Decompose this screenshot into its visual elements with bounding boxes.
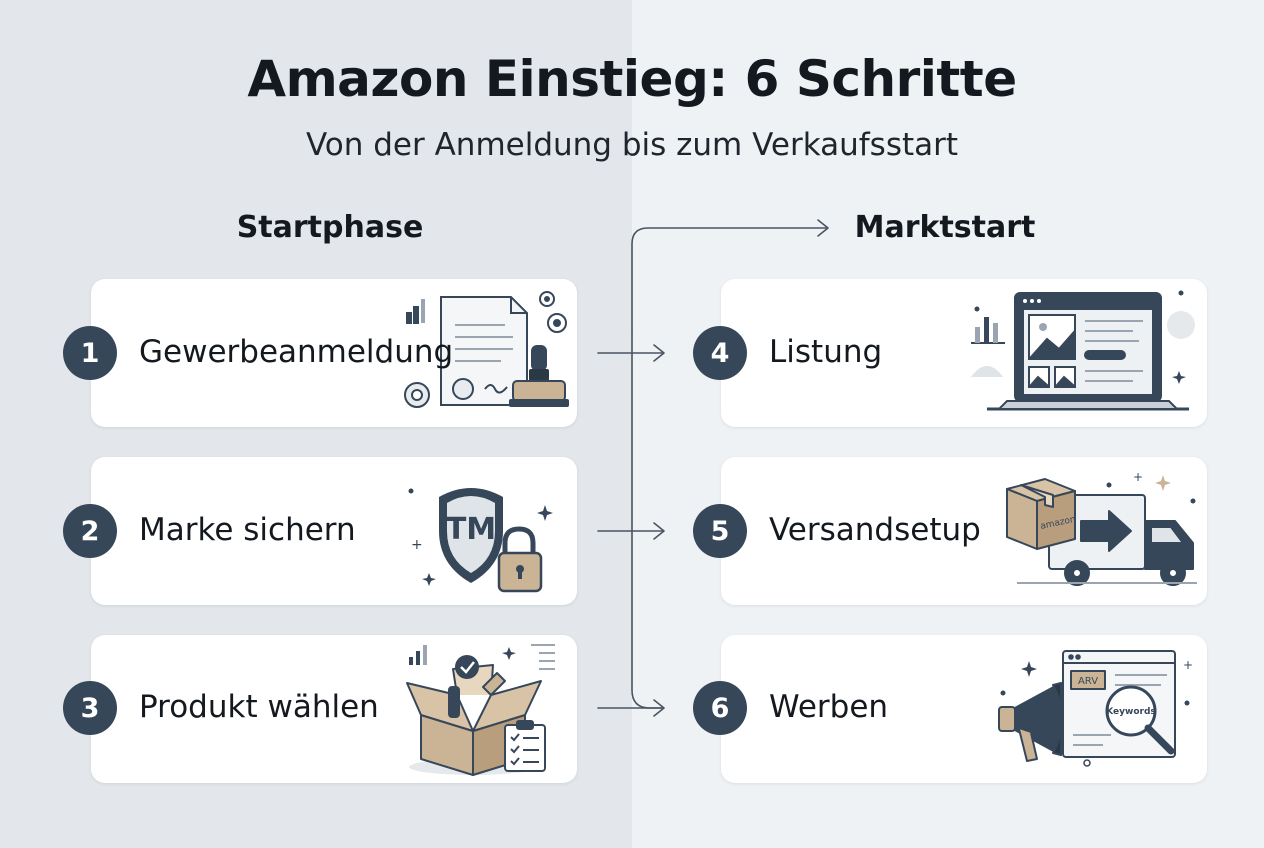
step-label-2: Marke sichern <box>139 512 356 548</box>
laptop-listing-icon <box>967 287 1203 423</box>
trademark-text: TM <box>446 512 496 547</box>
step-number-badge-4: 4 <box>693 326 747 380</box>
business-registration-document-stamp-icon <box>401 285 571 425</box>
step-number-badge-2: 2 <box>63 504 117 558</box>
step-label-4: Listung <box>769 334 883 370</box>
top-arrowhead <box>817 219 829 237</box>
step-card-4 <box>721 279 1207 427</box>
column-heading-startphase: Startphase <box>236 210 424 245</box>
arrowhead-step-6 <box>653 699 665 717</box>
shipping-truck-package-icon: amazon + <box>997 467 1203 601</box>
keywords-text: Keywords <box>1106 707 1156 717</box>
megaphone-keywords-icon: ARV Keywords + <box>991 643 1203 781</box>
step-card-2: TM + <box>91 457 577 605</box>
step-label-5: Versandsetup <box>769 512 981 548</box>
page-subtitle: Von der Anmeldung bis zum Verkaufsstart <box>305 127 959 163</box>
step-number-badge-3: 3 <box>63 681 117 735</box>
step-label-3: Produkt wählen <box>139 689 379 725</box>
step-card-3 <box>91 635 577 783</box>
arrowhead-step-5 <box>653 522 665 540</box>
step-card-5: amazon + <box>721 457 1207 605</box>
step-number-badge-1: 1 <box>63 326 117 380</box>
column-heading-marktstart: Marktstart <box>854 210 1036 245</box>
step-card-1 <box>91 279 577 427</box>
arrowhead-step-4 <box>653 344 665 362</box>
trademark-shield-lock-icon: TM + <box>401 469 571 601</box>
svg-text:+: + <box>1183 658 1193 672</box>
svg-text:+: + <box>411 537 423 553</box>
step-card-6: ARV Keywords + <box>721 635 1207 783</box>
vertical-connector-line <box>631 329 663 709</box>
ad-tag-text: ARV <box>1078 676 1098 687</box>
step-label-6: Werben <box>769 689 889 725</box>
page-title: Amazon Einstieg: 6 Schritte <box>247 50 1017 108</box>
svg-text:+: + <box>1133 470 1143 484</box>
step-number-badge-6: 6 <box>693 681 747 735</box>
step-label-1: Gewerbeanmeldung <box>139 334 454 370</box>
top-connector-arrow <box>631 227 827 331</box>
step-number-badge-5: 5 <box>693 504 747 558</box>
product-box-checklist-icon <box>401 639 571 783</box>
